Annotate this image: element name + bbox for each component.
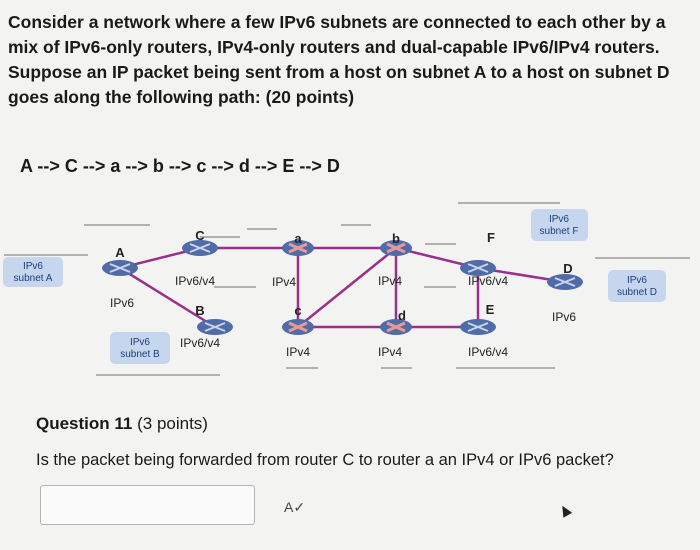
mouse-cursor-icon: [557, 503, 573, 518]
spellcheck-icon[interactable]: A✓: [284, 499, 306, 515]
type-f-ipv6v4: IPv6/v4: [468, 274, 508, 288]
subnet-f-box: [531, 209, 588, 241]
subnet-f-label2: subnet F: [540, 226, 579, 237]
router-c-label: c: [294, 303, 301, 318]
router-C-label: C: [195, 228, 205, 243]
router-E: [460, 319, 496, 335]
subnet-a-box: [3, 257, 63, 287]
router-d: [380, 319, 412, 335]
type-a-ipv4: IPv4: [272, 275, 296, 289]
subnet-d-label1: IPv6: [627, 275, 647, 286]
question-text: Consider a network where a few IPv6 subn…: [8, 12, 670, 107]
router-c: [282, 319, 314, 335]
type-b-ipv6v4: IPv6/v4: [180, 336, 220, 350]
subnet-f-label1: IPv6: [549, 214, 569, 225]
subnet-b-box: [110, 332, 170, 364]
router-B: [197, 319, 233, 335]
router-b-label: b: [392, 231, 400, 246]
type-ipv6-right: IPv6: [552, 310, 576, 324]
subnet-b-label2: subnet B: [120, 349, 160, 360]
subnet-d-box: [608, 270, 666, 302]
packet-path: A --> C --> a --> b --> c --> d --> E --…: [20, 156, 340, 176]
network-diagram: IPv6 subnet A IPv6 subnet B IPv6 subnet …: [3, 202, 690, 376]
router-E-label: E: [486, 302, 495, 317]
type-e-ipv6v4: IPv6/v4: [468, 345, 508, 359]
type-d-ipv4: IPv4: [378, 345, 402, 359]
router-D: [547, 274, 583, 290]
address-annotations: [4, 202, 690, 376]
router-F-label: F: [487, 230, 495, 245]
type-c-ipv4: IPv4: [286, 345, 310, 359]
question-11-title: Question 11: [36, 414, 133, 433]
router-a: [282, 240, 314, 256]
subnet-d-label2: subnet D: [617, 287, 657, 298]
type-b-ipv4: IPv4: [378, 274, 402, 288]
question-11-text: Is the packet being forwarded from route…: [36, 451, 614, 469]
answer-input[interactable]: [40, 485, 255, 525]
type-c-ipv6v4: IPv6/v4: [175, 274, 215, 288]
router-b: [380, 240, 412, 256]
router-B-label: B: [195, 303, 204, 318]
subnet-b-label1: IPv6: [130, 337, 150, 348]
router-C: [182, 240, 218, 256]
subnet-a-label2: subnet A: [14, 273, 53, 284]
type-ipv6-left: IPv6: [110, 296, 134, 310]
question-11-header: Question 11 (3 points): [36, 414, 208, 434]
question-11-points: (3 points): [137, 414, 208, 433]
router-F: [460, 260, 496, 276]
router-a-label: a: [294, 231, 302, 246]
subnet-a-label1: IPv6: [23, 261, 43, 272]
router-A-label: A: [115, 245, 125, 260]
router-D-label: D: [563, 261, 572, 276]
router-d-label: d: [398, 308, 406, 323]
router-A: [102, 260, 138, 276]
